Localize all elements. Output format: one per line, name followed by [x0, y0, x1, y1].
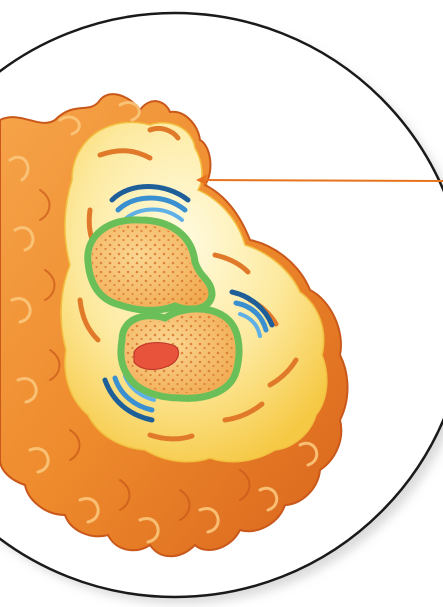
pointer-line [199, 180, 443, 181]
